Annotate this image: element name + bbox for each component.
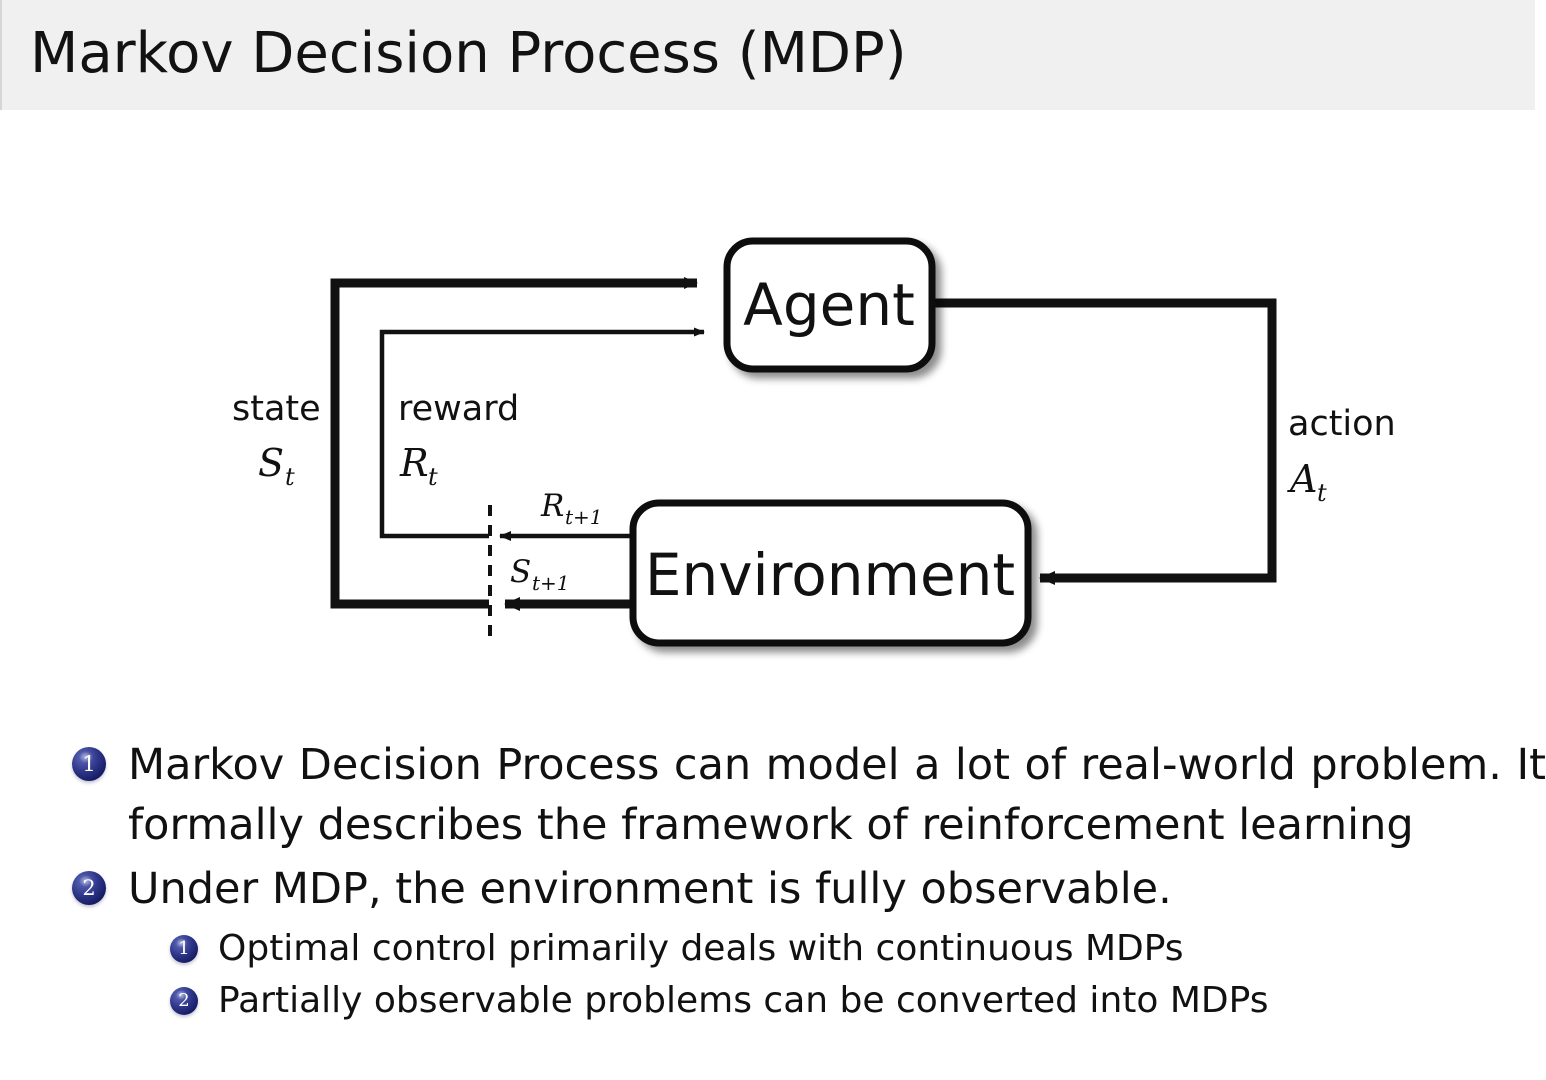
- action-label-subscript: t: [1317, 479, 1327, 507]
- sub-list-item: 1 Optimal control primarily deals with c…: [170, 923, 1546, 975]
- state-label: state S t: [232, 389, 321, 491]
- agent-box-label: Agent: [743, 271, 915, 339]
- header-left-edge-line: [0, 0, 2, 110]
- list-item: 2 Under MDP, the environment is fully ob…: [72, 859, 1546, 919]
- sub-bullet-text: Optimal control primarily deals with con…: [218, 928, 1184, 969]
- bullet-badge-1: 1: [72, 747, 106, 781]
- sub-bullet-text: Partially observable problems can be con…: [218, 980, 1269, 1021]
- state-feedback-arrow: [330, 277, 698, 609]
- bullet-list: 1 Markov Decision Process can model a lo…: [0, 735, 1546, 1027]
- mdp-agent-environment-diagram: Agent Environment state S t reward R t a…: [0, 110, 1546, 710]
- action-label-symbol: A: [1287, 457, 1317, 501]
- environment-box: Environment: [629, 499, 1032, 647]
- state-next-subscript: t+1: [532, 571, 570, 595]
- state-next-symbol: S: [510, 554, 531, 590]
- bullet-badge-2: 2: [72, 871, 106, 905]
- state-label-symbol: S: [258, 441, 284, 485]
- agent-box: Agent: [723, 237, 936, 373]
- slide-header-bar: Markov Decision Process (MDP): [0, 0, 1535, 110]
- action-label: action A t: [1287, 404, 1396, 507]
- reward-next-subscript: t+1: [565, 505, 603, 529]
- list-item: 1 Markov Decision Process can model a lo…: [72, 735, 1546, 855]
- action-label-word: action: [1288, 404, 1396, 444]
- reward-feedback-arrow: [379, 327, 705, 539]
- environment-box-label: Environment: [645, 541, 1015, 609]
- reward-label-symbol: R: [399, 441, 429, 485]
- reward-next-label: R t+1: [540, 488, 603, 529]
- sub-bullet-badge-2: 2: [170, 987, 198, 1015]
- state-label-word: state: [232, 389, 321, 429]
- state-label-subscript: t: [285, 463, 295, 491]
- reward-next-symbol: R: [540, 488, 564, 524]
- page-title: Markov Decision Process (MDP): [30, 21, 907, 86]
- sub-list-item: 2 Partially observable problems can be c…: [170, 975, 1546, 1027]
- state-next-label: S t+1: [510, 554, 570, 595]
- reward-label-word: reward: [398, 389, 519, 429]
- bullet-text: Under MDP, the environment is fully obse…: [128, 864, 1172, 914]
- bullet-text: Markov Decision Process can model a lot …: [128, 740, 1546, 850]
- sub-bullet-badge-1: 1: [170, 935, 198, 963]
- action-arrow: [932, 298, 1277, 585]
- reward-label-subscript: t: [428, 463, 438, 491]
- reward-label: reward R t: [398, 389, 519, 491]
